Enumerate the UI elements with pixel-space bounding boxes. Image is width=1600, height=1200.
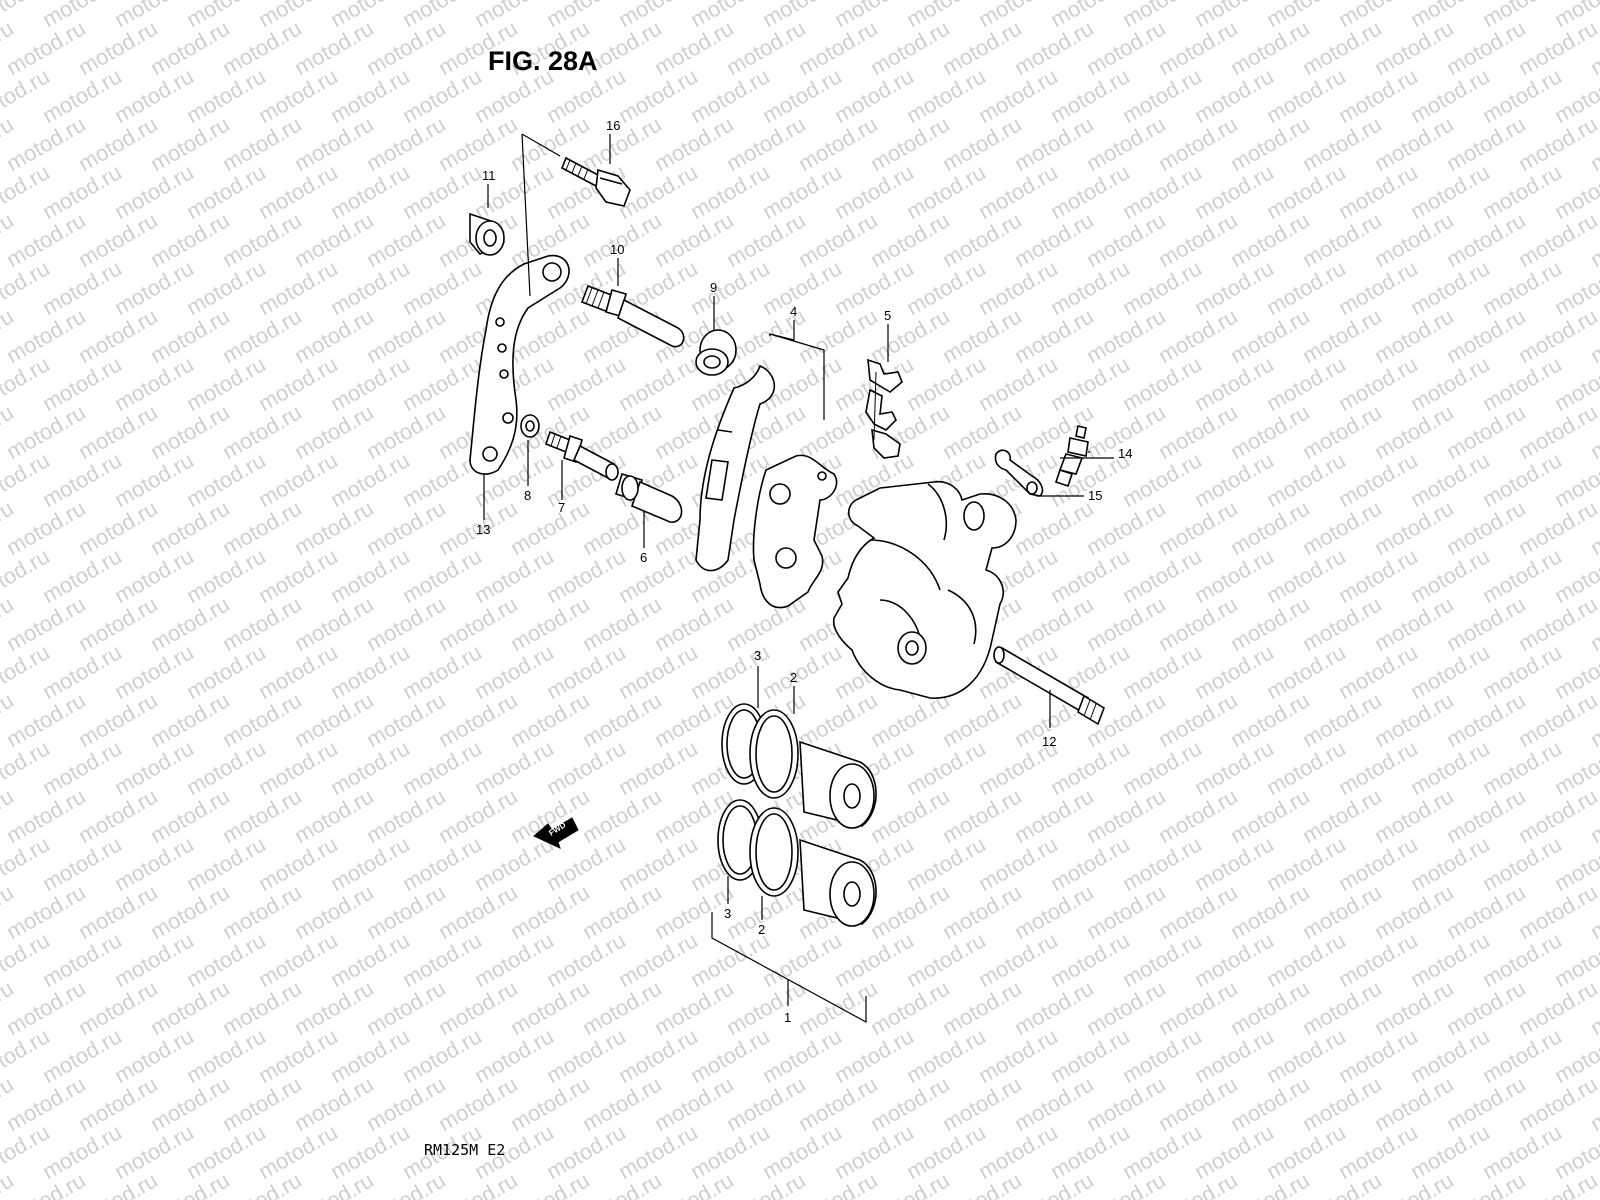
part-7-pin <box>545 430 619 481</box>
callout-6: 6 <box>640 550 647 565</box>
watermark-text: motod.ru <box>0 1167 18 1200</box>
callout-4: 4 <box>790 304 797 319</box>
part-10-pin <box>580 284 685 348</box>
callout-15: 15 <box>1088 488 1102 503</box>
part-9-boot <box>695 329 737 376</box>
callout-7: 7 <box>558 500 565 515</box>
callout-10: 10 <box>610 242 624 257</box>
part-5-spring <box>865 358 903 459</box>
piston-set <box>717 703 877 927</box>
callout-3b: 3 <box>724 906 731 921</box>
part-16-bolt <box>560 156 631 207</box>
part-11-sleeve <box>469 212 506 256</box>
part-13-bracket <box>469 254 570 475</box>
part-8-washer <box>520 414 540 438</box>
part-15-cap <box>994 449 1044 497</box>
callout-9: 9 <box>710 280 717 295</box>
leader-lines <box>483 133 1114 1024</box>
part-12-pin <box>993 646 1105 726</box>
caliper-body <box>832 480 1017 699</box>
callouts: 16 11 10 9 4 5 14 15 13 8 7 6 12 3 2 3 2… <box>476 118 1132 1025</box>
part-14-bleeder <box>1054 425 1089 488</box>
callout-12: 12 <box>1042 734 1056 749</box>
part-4-pads <box>695 364 838 609</box>
callout-8: 8 <box>524 488 531 503</box>
callout-3a: 3 <box>754 648 761 663</box>
callout-14: 14 <box>1118 446 1132 461</box>
callout-11: 11 <box>482 168 496 183</box>
model-code: RM125M E2 <box>424 1141 505 1159</box>
part-6-pin <box>615 473 683 523</box>
callout-2a: 2 <box>790 670 797 685</box>
callout-1: 1 <box>784 1010 791 1025</box>
callout-5: 5 <box>884 308 891 323</box>
figure-title: FIG. 28A <box>488 46 598 76</box>
callout-2b: 2 <box>758 922 765 937</box>
callout-13: 13 <box>476 522 490 537</box>
callout-16: 16 <box>606 118 620 133</box>
